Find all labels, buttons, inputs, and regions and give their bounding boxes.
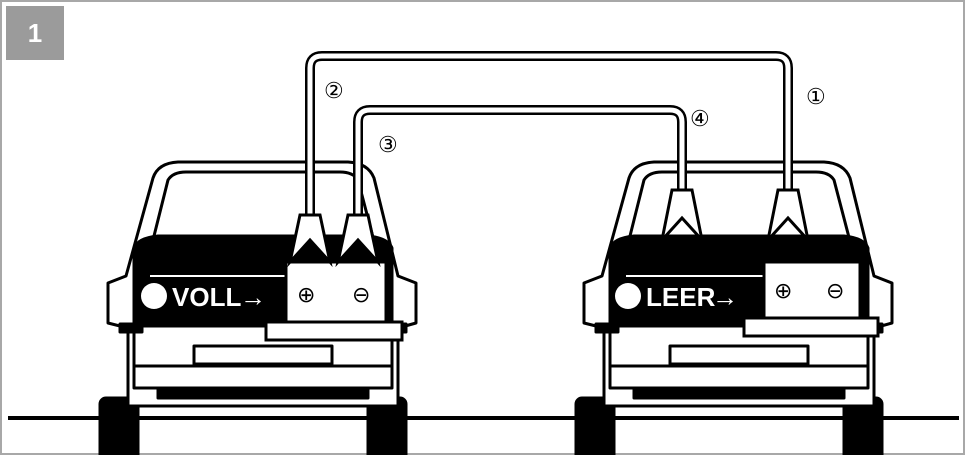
donor-battery-label: VOLL <box>172 282 241 312</box>
recipient-arrow-icon: → <box>712 282 738 312</box>
recipient-battery-label: LEER <box>646 282 716 312</box>
figure-number-badge: 1 <box>6 6 64 60</box>
donor-battery <box>141 260 404 342</box>
donor-minus-terminal: ⊖ <box>352 283 370 308</box>
battery-indicator-icon <box>615 283 641 309</box>
donor-arrow-icon: → <box>240 282 266 312</box>
donor-plus-terminal: ⊕ <box>297 283 315 308</box>
ground-line <box>8 416 959 420</box>
step-3-label: ③ <box>378 132 398 157</box>
step-1-label: ① <box>806 84 826 109</box>
recipient-battery <box>615 260 880 338</box>
step-4-label: ④ <box>690 106 710 131</box>
recipient-minus-terminal: ⊖ <box>826 279 844 304</box>
clamp-icon <box>287 188 811 268</box>
battery-indicator-icon <box>141 283 167 309</box>
step-2-label: ② <box>324 78 344 103</box>
recipient-plus-terminal: ⊕ <box>774 279 792 304</box>
